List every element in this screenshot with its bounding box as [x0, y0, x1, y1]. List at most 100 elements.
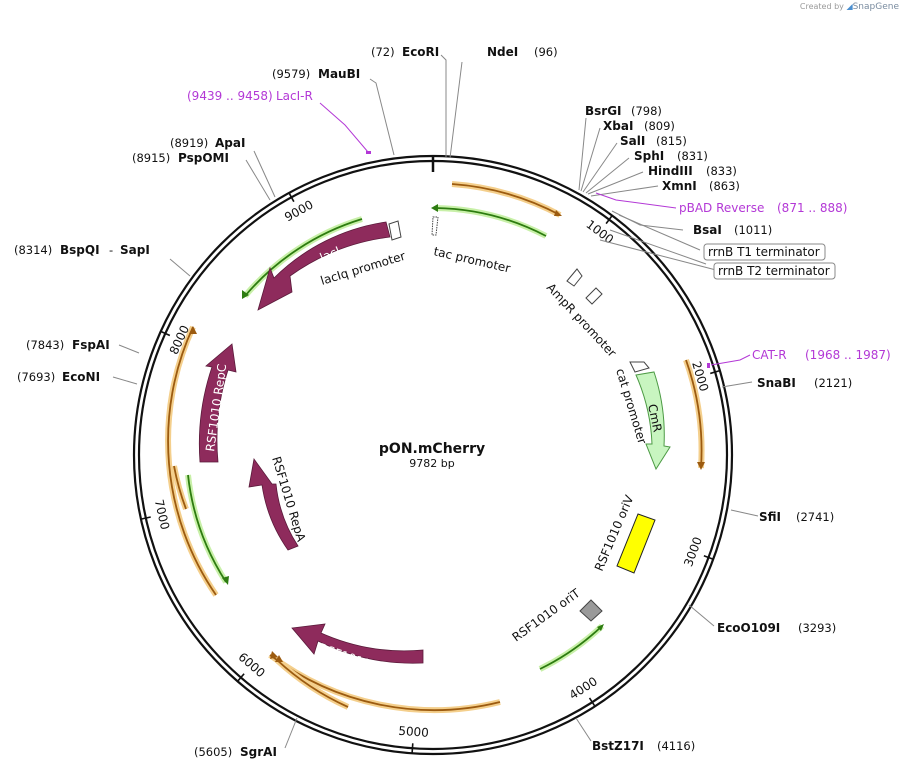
- site-sphi-pos: (831): [677, 149, 708, 163]
- site-sfii-name: SfiI: [759, 510, 781, 524]
- site-maubi-pos: (9579): [272, 67, 310, 81]
- site-xmni-name: XmnI: [662, 179, 697, 193]
- site-hindiii-pos: (833): [706, 164, 737, 178]
- site-ecoo109i-pos: (3293): [798, 621, 836, 635]
- orange-arc-left: [167, 326, 217, 596]
- terminator-t1-label: rrnB T1 terminator: [708, 245, 820, 259]
- site-ecori-name: EcoRI: [402, 45, 439, 59]
- snapgene-logo-icon: ◢: [846, 2, 853, 11]
- orange-arc-right-head: [697, 462, 705, 470]
- green-arc-lacI-head: [242, 290, 249, 299]
- green-arc-top-glow: [435, 205, 548, 239]
- scale-tick-mark: [288, 192, 295, 203]
- primer-cat-name: CAT-R: [752, 348, 787, 362]
- orange-arc-bottom2-head: [275, 655, 283, 662]
- site-pspomi-name: PspOMI: [178, 151, 229, 165]
- green-arc-top-head: [431, 204, 438, 212]
- site-xbai-name: XbaI: [603, 119, 633, 133]
- primer-leader-pbad: [595, 192, 677, 209]
- site-bsai-name: BsaI: [693, 223, 722, 237]
- orange-arc-bottom2: [276, 659, 349, 708]
- site-xmni-pos: (863): [709, 179, 740, 193]
- lacIq-promoter-arrow: [388, 220, 402, 241]
- scale-tick-mark: [140, 516, 151, 520]
- repA-feature-arrow[interactable]: [248, 457, 299, 551]
- scale-tick-label: 7000: [152, 498, 172, 531]
- CmR-feature-arrow[interactable]: [635, 371, 671, 471]
- tac-promoter-arrow: [431, 216, 439, 236]
- ampR-promoter-label: AmpR promoter: [544, 280, 619, 359]
- lacI-feature-arrow[interactable]: [257, 221, 391, 311]
- orange-arc-top: [451, 183, 561, 216]
- site-leader-lines: [112, 54, 759, 749]
- primer-pbad-range: (871 .. 888): [777, 201, 847, 215]
- site-ecori-pos: (72): [371, 45, 395, 59]
- site-econi-name: EcoNI: [62, 370, 100, 384]
- scale-tick-mark: [588, 697, 596, 707]
- site-bstz17i-pos: (4116): [657, 739, 695, 753]
- green-arc-left-head: [222, 576, 229, 585]
- CmR-label: CmR: [645, 403, 665, 434]
- primer-mark-laci: [366, 151, 371, 154]
- oriT-feature[interactable]: [579, 599, 603, 622]
- green-arc-left-glow: [185, 474, 229, 584]
- site-snabi-pos: (2121): [814, 376, 852, 390]
- scale-tick-mark: [236, 673, 245, 682]
- site-apai-name: ApaI: [215, 136, 245, 150]
- plasmid-length: 9782 bp: [409, 457, 454, 470]
- primer-leader-laci: [319, 102, 369, 153]
- primer-mark-cat: [707, 363, 710, 368]
- primer-leader-cat: [710, 354, 751, 366]
- green-arc-lacI: [244, 218, 363, 297]
- primer-pbad-name: pBAD Reverse: [679, 201, 764, 215]
- site-sphi-name: SphI: [634, 149, 664, 163]
- site-hindiii-name: HindIII: [648, 164, 693, 178]
- site-fspai-name: FspAI: [72, 338, 110, 352]
- site-snabi-name: SnaBI: [757, 376, 796, 390]
- repB-feature-arrow[interactable]: [291, 623, 424, 664]
- tac-promoter-label: tac promoter: [432, 244, 511, 275]
- site-sgrai-name: SgrAI: [240, 745, 277, 759]
- scale-tick-mark: [160, 330, 171, 337]
- scale-tick-mark: [710, 369, 721, 375]
- green-arc-bottom-head: [597, 624, 604, 631]
- cat-promoter-arrow: [629, 361, 650, 373]
- site-ndei-pos: (96): [534, 45, 558, 59]
- green-arc-top: [435, 207, 547, 237]
- site-bsrgi-name: BsrGI: [585, 104, 622, 118]
- site-sali-name: SalI: [620, 134, 645, 148]
- site-sgrai-pos: (5605): [194, 745, 232, 759]
- scale-tick-mark: [703, 555, 714, 561]
- credit-prefix: Created by: [799, 2, 844, 11]
- plasmid-name: pON.mCherry: [379, 441, 485, 457]
- repC-feature-arrow[interactable]: [198, 343, 237, 463]
- green-arc-bottom: [539, 625, 603, 670]
- terminator-t1-box: [703, 243, 826, 261]
- scale-tick-label: 3000: [681, 535, 705, 569]
- orange-arc-bottom1-head: [270, 651, 278, 659]
- site-bsai-pos: (1011): [734, 223, 772, 237]
- oriT-label: RSF1010 oriT: [510, 586, 584, 645]
- orange-arc-left-head: [189, 326, 197, 334]
- site-xbai-pos: (809): [644, 119, 675, 133]
- scale-tick-mark: [605, 215, 613, 225]
- scale-tick-label: 4000: [567, 674, 600, 702]
- site-bsrgi-pos: (798): [631, 104, 662, 118]
- site-bspqi-name: BspQI: [60, 243, 100, 257]
- site-sfii-pos: (2741): [796, 510, 834, 524]
- site-apai-pos: (8919): [170, 136, 208, 150]
- ampR-promoter-arrow-2: [585, 287, 603, 305]
- site-ecoo109i-name: EcoO109I: [717, 621, 780, 635]
- orange-arc-right: [685, 359, 703, 469]
- site-pspomi-pos: (8915): [132, 151, 170, 165]
- scale-tick-mark: [411, 743, 414, 754]
- primer-cat-range: (1968 .. 1987): [805, 348, 891, 362]
- site-bspqi-sep: -: [109, 243, 113, 257]
- site-fspai-pos: (7843): [26, 338, 64, 352]
- site-maubi-name: MauBI: [318, 67, 360, 81]
- primer-laci-name: LacI-R: [276, 89, 313, 103]
- snapgene-credit: Created by ◢SnapGene: [800, 2, 899, 12]
- orange-arc-top-head: [554, 210, 562, 216]
- oriV-feature[interactable]: [616, 513, 656, 574]
